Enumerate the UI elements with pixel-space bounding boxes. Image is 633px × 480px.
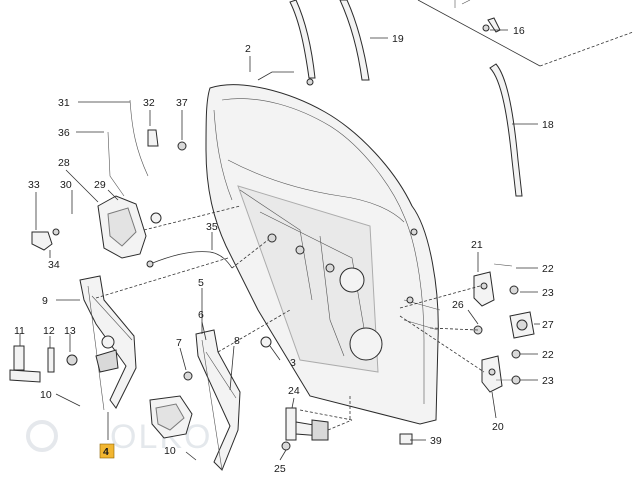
callout-9: 9 bbox=[42, 295, 48, 307]
part-39-plug bbox=[399, 433, 413, 445]
callout-26: 26 bbox=[452, 299, 464, 311]
callout-23-top: 23 bbox=[542, 287, 554, 299]
callout-27: 27 bbox=[542, 319, 554, 331]
callout-36: 36 bbox=[58, 127, 70, 139]
callout-2: 2 bbox=[245, 43, 251, 55]
callout-32: 32 bbox=[143, 97, 155, 109]
callout-39: 39 bbox=[430, 435, 442, 447]
callout-34: 34 bbox=[48, 259, 60, 271]
callout-25: 25 bbox=[274, 463, 286, 475]
callout-35: 35 bbox=[206, 221, 218, 233]
callout-28: 28 bbox=[58, 157, 70, 169]
door-frame bbox=[205, 84, 441, 425]
callout-leaders bbox=[19, 29, 540, 461]
callout-31: 31 bbox=[58, 97, 70, 109]
callout-12: 12 bbox=[43, 325, 55, 337]
part-18-channel-strip bbox=[489, 63, 523, 197]
callout-20: 20 bbox=[492, 421, 504, 433]
callout-3: 3 bbox=[290, 357, 296, 369]
door-latch-assembly bbox=[97, 99, 162, 259]
callout-29: 29 bbox=[94, 179, 106, 191]
part-35-cable bbox=[146, 251, 233, 269]
callout-23-bottom: 23 bbox=[542, 375, 554, 387]
callout-19: 19 bbox=[392, 33, 404, 45]
part-16-clip bbox=[482, 17, 501, 33]
part-24-door-check bbox=[281, 407, 329, 451]
callout-4: 4 bbox=[103, 446, 109, 458]
callout-6: 6 bbox=[198, 309, 204, 321]
callout-22-bottom: 22 bbox=[542, 349, 554, 361]
callout-11: 11 bbox=[14, 325, 25, 337]
part-33-bracket bbox=[31, 228, 60, 251]
callout-10-right: 10 bbox=[164, 445, 176, 457]
callout-13: 13 bbox=[64, 325, 76, 337]
callout-21: 21 bbox=[471, 239, 483, 251]
callout-labels: 2 3 4 5 6 7 8 9 10 10 11 12 13 16 18 19 … bbox=[14, 25, 554, 475]
part-5-regulator-motor bbox=[149, 329, 272, 471]
callout-33: 33 bbox=[28, 179, 40, 191]
callout-8: 8 bbox=[234, 335, 240, 347]
window-glass bbox=[417, 0, 633, 67]
part-4-window-regulator bbox=[79, 275, 137, 411]
part-32-37-pins bbox=[147, 129, 187, 151]
callout-10-left: 10 bbox=[40, 389, 52, 401]
part-11-12-13-hardware bbox=[9, 345, 78, 383]
door-hinges bbox=[473, 263, 514, 393]
callout-37: 37 bbox=[176, 97, 188, 109]
callout-24: 24 bbox=[288, 385, 300, 397]
part-19-run-channel bbox=[289, 0, 370, 86]
callout-5: 5 bbox=[198, 277, 204, 289]
callout-16: 16 bbox=[513, 25, 525, 37]
callout-30: 30 bbox=[60, 179, 72, 191]
part-26-27 bbox=[473, 285, 535, 385]
callout-22-top: 22 bbox=[542, 263, 554, 275]
callout-7: 7 bbox=[176, 337, 182, 349]
callout-4-highlight bbox=[99, 443, 115, 459]
assembly-leader-lines bbox=[95, 205, 485, 431]
callout-18: 18 bbox=[542, 119, 554, 131]
